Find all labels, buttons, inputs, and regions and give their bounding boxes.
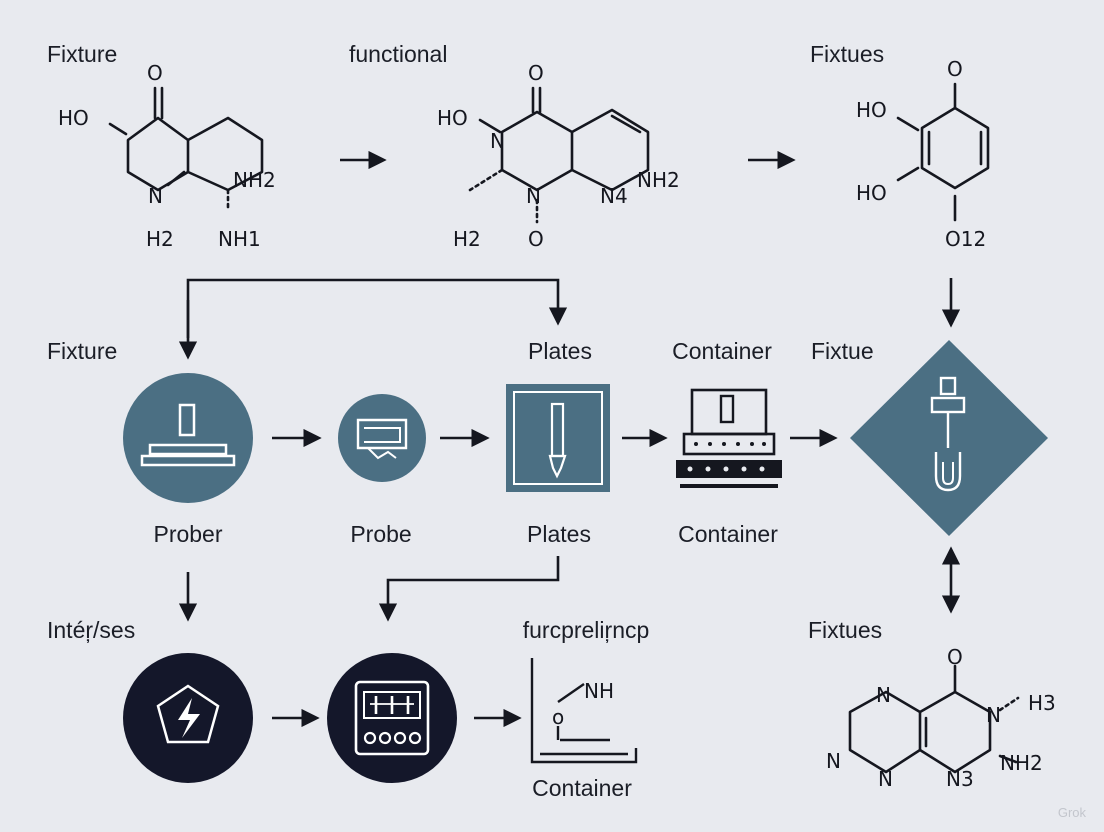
m1-atom-nh2: NH2: [233, 168, 276, 192]
molecule-3-title: Fixtues: [810, 41, 885, 67]
m4-atom-nh2: NH2: [1000, 751, 1043, 775]
m2-atom-o-bottom: O: [528, 227, 544, 251]
arrow-plates-panel: [378, 556, 560, 622]
m3-atom-o: O: [947, 57, 963, 81]
container-bottom-label: Container: [678, 521, 778, 547]
m2-atom-ho: HO: [437, 106, 468, 130]
fixtue-node: [850, 340, 1048, 536]
clamp-icon: [939, 376, 957, 396]
molecule-1-title: Fixture: [47, 41, 118, 67]
fixtue-top-label: Fixtue: [811, 338, 874, 364]
beaker-icon: [530, 658, 638, 764]
fixture-top-label: Fixture: [47, 338, 118, 364]
beaker-node-o: o: [552, 705, 564, 729]
m1-atom-ho: HO: [58, 106, 89, 130]
m4-atom-o: O: [947, 645, 963, 669]
m1-atom-n: N: [148, 184, 163, 208]
m4-atom-n-bottom: N: [878, 767, 893, 791]
m3-atom-ho-top: HO: [856, 98, 887, 122]
plates-bottom-label: Plates: [527, 521, 591, 547]
probe-label: Probe: [350, 521, 412, 547]
m2-atom-n-top: N: [490, 129, 505, 153]
fixture-block-icon: [178, 403, 196, 437]
m1-atom-h2: H2: [146, 227, 174, 251]
molecule-2-structure: [468, 86, 650, 224]
m2-atom-n-mid: N: [526, 184, 541, 208]
m4-atom-n3: N3: [946, 767, 974, 791]
molecule-4-title: Fixtues: [808, 617, 883, 643]
plates-top-label: Plates: [528, 338, 592, 364]
m1-atom-nh1: NH1: [218, 227, 261, 251]
connector-arrows: [178, 150, 961, 728]
m4-atom-n-left: N: [826, 749, 841, 773]
prober-label: Prober: [153, 521, 223, 547]
m4-atom-n-top: N: [876, 683, 891, 707]
interfaces-node: [123, 653, 253, 783]
arrow-split-top: [186, 278, 568, 338]
m2-atom-h2: H2: [453, 227, 481, 251]
m1-atom-o: O: [147, 61, 163, 85]
watermark: Grok: [1057, 805, 1086, 820]
beaker-node: [530, 658, 638, 764]
interfaces-label: Intéŗ/ses: [47, 617, 136, 643]
molecule-4-structure: [848, 664, 1020, 774]
panel-node: [327, 653, 457, 783]
probe-holder-icon: [356, 418, 408, 450]
m4-atom-n-right: N: [986, 703, 1001, 727]
m4-atom-h3: H3: [1028, 691, 1056, 715]
molecule-2-title: functional: [349, 41, 448, 67]
bolt-icon: [178, 698, 200, 738]
m3-atom-o12: O12: [945, 227, 986, 251]
container-top-label: Container: [672, 338, 772, 364]
molecule-3-structure: [896, 82, 990, 222]
m3-atom-ho-bottom: HO: [856, 181, 887, 205]
fixture-node: [123, 373, 253, 503]
plates-node: [506, 384, 610, 492]
m2-atom-nh2: NH2: [637, 168, 680, 192]
beaker-top-label: furcpreliŗncp: [522, 617, 650, 643]
beaker-formula: NH: [584, 679, 614, 703]
probe-circle: [338, 394, 426, 482]
control-panel-icon: [354, 680, 430, 756]
hexagon-icon: [156, 684, 220, 744]
m2-atom-n4: N4: [600, 184, 628, 208]
container-node: [676, 388, 782, 488]
beaker-bottom-label: Container: [532, 775, 632, 801]
m2-atom-o: O: [528, 61, 544, 85]
fixture-circle: [123, 373, 253, 503]
molecule-1-structure: [108, 86, 264, 212]
probe-node: [338, 394, 426, 482]
